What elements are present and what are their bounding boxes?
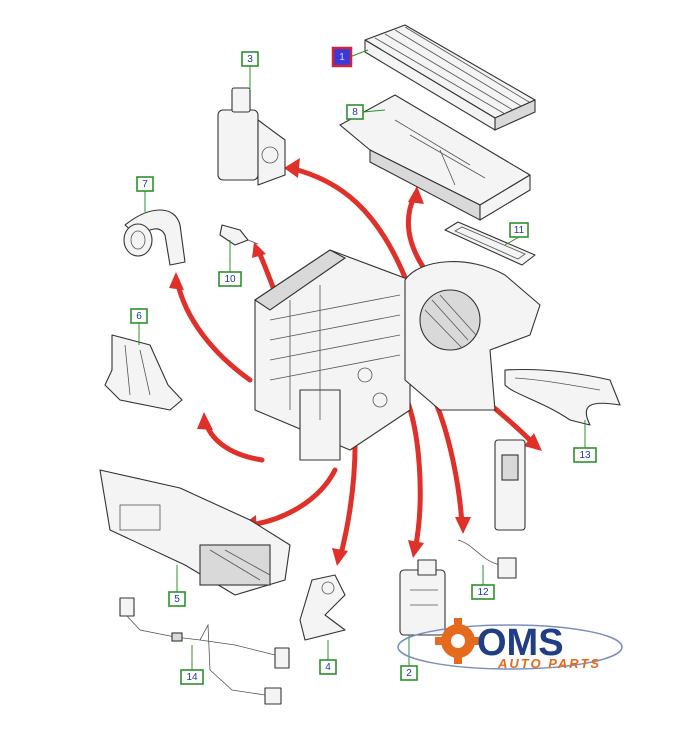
logo-swoosh — [397, 624, 623, 670]
callout-7-label: 7 — [142, 179, 148, 190]
callout-3-label: 3 — [247, 54, 253, 65]
callout-6: 6 — [130, 308, 148, 324]
hose-7 — [123, 209, 186, 266]
callout-10: 10 — [218, 271, 242, 287]
strip-11 — [444, 221, 536, 266]
callout-12: 12 — [471, 584, 495, 600]
callout-13: 13 — [573, 447, 597, 463]
callout-6-label: 6 — [136, 311, 142, 322]
sensor-12 — [457, 539, 517, 579]
callout-11: 11 — [509, 222, 529, 238]
wiring-harness-14 — [119, 597, 290, 705]
actuator-3 — [217, 87, 286, 186]
callout-4-label: 4 — [325, 662, 331, 673]
callout-8: 8 — [346, 104, 364, 120]
callout-14: 14 — [180, 669, 204, 685]
logo-brand: OMS — [477, 622, 564, 664]
callout-8-label: 8 — [352, 107, 358, 118]
leader-lines — [138, 49, 586, 670]
callout-11-label: 11 — [514, 225, 525, 236]
callout-14-label: 14 — [186, 672, 198, 683]
duct-6 — [104, 334, 183, 411]
callout-5: 5 — [168, 591, 186, 607]
callout-2: 2 — [400, 665, 418, 681]
callout-1-label: 1 — [339, 52, 345, 63]
logo-tagline: AUTO PARTS — [497, 656, 601, 671]
cabin-filter — [364, 24, 536, 131]
callout-4: 4 — [319, 659, 337, 675]
callout-12-label: 12 — [477, 587, 489, 598]
actuator-2 — [399, 559, 446, 636]
callout-3: 3 — [241, 51, 259, 67]
callout-10-label: 10 — [224, 274, 236, 285]
callout-7: 7 — [136, 176, 154, 192]
duct-13 — [504, 368, 621, 426]
callout-1: 1 — [331, 46, 353, 68]
sensor-10 — [219, 224, 259, 246]
duct-5 — [99, 469, 291, 596]
filter-housing — [339, 94, 531, 221]
flap-4 — [299, 574, 346, 641]
callout-13-label: 13 — [579, 450, 591, 461]
callout-5-label: 5 — [174, 594, 180, 605]
heater-unit — [254, 249, 541, 461]
gear-icon — [435, 618, 481, 664]
callout-2-label: 2 — [406, 668, 412, 679]
blower-resistor — [494, 439, 526, 531]
oms-logo: OMS AUTO PARTS — [397, 618, 623, 671]
